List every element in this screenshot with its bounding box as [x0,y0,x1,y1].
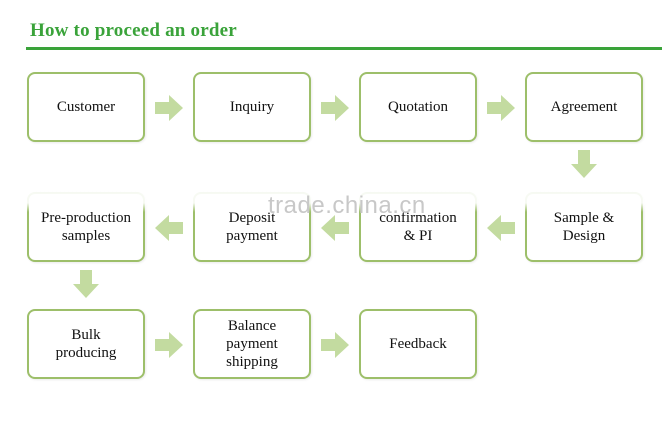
watermark-text: trade.china.cn [268,192,426,219]
step-bulk-producing: Bulk producing [27,309,145,379]
step-balance-payment-shipping: Balance payment shipping [193,309,311,379]
step-agreement: Agreement [525,72,643,142]
step-quotation: Quotation [359,72,477,142]
title-underline [26,47,662,50]
arrow-right-icon [155,332,183,358]
arrow-down-icon [73,270,99,298]
step-customer: Customer [27,72,145,142]
arrow-right-icon [155,95,183,121]
arrow-left-icon [487,215,515,241]
watermark-band [0,182,672,212]
step-inquiry: Inquiry [193,72,311,142]
arrow-right-icon [321,332,349,358]
arrow-down-icon [571,150,597,178]
arrow-right-icon [321,95,349,121]
page-title: How to proceed an order [30,20,237,41]
step-feedback: Feedback [359,309,477,379]
arrow-right-icon [487,95,515,121]
arrow-left-icon [155,215,183,241]
arrow-left-icon [321,215,349,241]
